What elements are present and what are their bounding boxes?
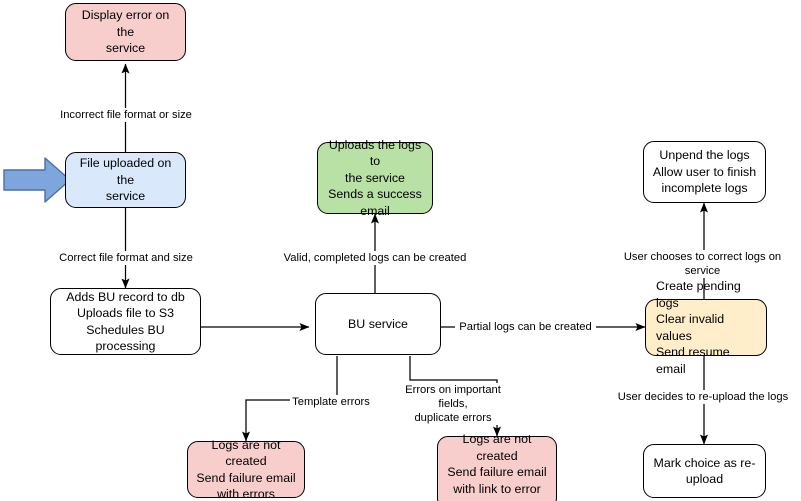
edge-label-user-corrects: User chooses to correct logs on service [604, 250, 801, 278]
edge-label-errors-important: Errors on important fields, duplicate er… [393, 383, 513, 425]
start-arrow-icon [3, 157, 71, 203]
node-logs-not-created-summary[interactable]: Logs are not created Send failure email … [437, 432, 557, 501]
node-create-pending-logs[interactable]: Create pending logs Clear invalid values… [645, 279, 767, 376]
edge-label-partial-logs: Partial logs can be created [455, 320, 596, 334]
edge-label-user-reupload: User decides to re-upload the logs [613, 390, 793, 404]
edge-label-valid-completed: Valid, completed logs can be created [280, 251, 470, 265]
node-adds-bu-record[interactable]: Adds BU record to db Uploads file to S3 … [50, 288, 201, 355]
node-bu-service[interactable]: BU service [315, 293, 441, 355]
edge-label-correct-format: Correct file format and size [53, 251, 199, 265]
node-file-uploaded[interactable]: File uploaded on the service [65, 152, 186, 208]
node-mark-choice-reupload[interactable]: Mark choice as re- upload [643, 444, 766, 498]
node-display-error[interactable]: Display error on the service [65, 3, 186, 61]
edge-label-incorrect-format: Incorrect file format or size [53, 108, 199, 122]
node-logs-not-created-template[interactable]: Logs are not created Send failure email … [187, 438, 305, 501]
node-unpend-logs[interactable]: Unpend the logs Allow user to finish inc… [643, 141, 766, 203]
edge-label-template-errors: Template errors [290, 395, 372, 409]
node-uploads-logs[interactable]: Uploads the logs to the service Sends a … [317, 138, 433, 218]
